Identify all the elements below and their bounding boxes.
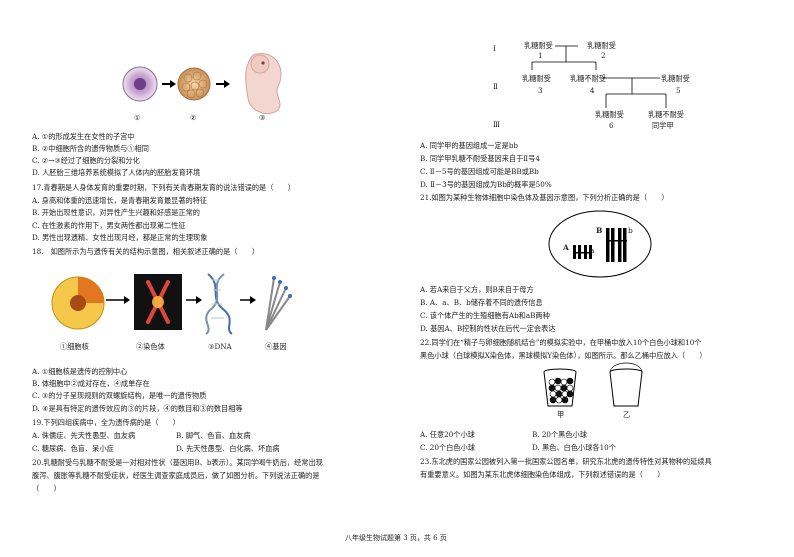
- q21-option-b[interactable]: B. A、a、B、b储存着不同的遗传信息: [420, 298, 543, 307]
- q16-option-a[interactable]: A. ①的形成发生在女性的子宫中: [32, 132, 135, 141]
- pedigree-i2-num: 2: [601, 51, 606, 60]
- pedigree-gen-3: Ⅲ: [493, 120, 500, 129]
- q20-stem-line1: 20.乳糖耐受与乳糖不耐受是一对相对性状（基因用B、b表示）。某同学喝牛奶后，经…: [32, 458, 323, 467]
- q16-option-b[interactable]: B. ②中细胞所含的遗传物质与①相同: [32, 144, 149, 153]
- pedigree-gen-1: Ⅰ: [493, 44, 496, 53]
- q20-option-c[interactable]: C. Ⅱ－5号的基因组成可能是BB或Bb: [420, 167, 539, 176]
- q22-stem-line2: 黑色小球（白球模拟X染色体，黑球模拟Y染色体），如图所示。那么乙桶中应放入（ ）: [420, 351, 707, 360]
- genetics-structure-figure: [51, 273, 292, 335]
- pedigree-ii5: 乳糖耐受: [661, 74, 690, 83]
- pedigree-iii6-num: 6: [609, 121, 614, 130]
- bucket-jia: [543, 368, 577, 407]
- q18-option-b[interactable]: B. 体细胞中②成对存在，④成单存在: [32, 379, 150, 388]
- page-footer: 八年级生物试题第 3 页，共 6 页: [345, 534, 447, 542]
- chromosome-label-A: A: [563, 243, 569, 252]
- q21-stem: 21.如图为某种生物体细胞中染色体及基因示意图，下列分析正确的是（ ）: [420, 193, 669, 202]
- q21-option-c[interactable]: C. 该个体产生的生殖细胞有Ab和aB两种: [420, 311, 550, 320]
- q20-stem-line2: 腹泻、腹胀等乳糖不耐受症状，经医生调查家庭成员后，做了如图分析。下列说法正确的是: [32, 471, 320, 480]
- q22-option-b[interactable]: B. 20个黑色小球: [532, 430, 587, 439]
- fig-label-1: ①: [134, 113, 141, 122]
- q20-option-a[interactable]: A. 同学甲的基因组成一定是bb: [420, 141, 519, 150]
- pedigree-iii7: 乳糖不耐受: [648, 110, 684, 119]
- fig-label-dna: ③DNA: [208, 342, 232, 351]
- fig-label-3: ③: [259, 113, 266, 122]
- q20-option-b[interactable]: B. 同学甲乳糖不耐受基因来自于Ⅱ号4: [420, 154, 540, 163]
- embryo: [245, 53, 282, 114]
- q16-option-c[interactable]: C. ②→③经过了细胞的分裂和分化: [32, 156, 140, 165]
- q21-option-d[interactable]: D. 基因A、B控制的性状在后代一定会表达: [420, 324, 556, 333]
- q18-option-c[interactable]: C. ③的分子呈现规则的双螺旋结构，是唯一的遗传物质: [32, 391, 207, 400]
- q18-option-a[interactable]: A. ①细胞核是遗传的控制中心: [32, 367, 128, 376]
- q21-option-a[interactable]: A. 若A来自于父方，则B来自于母方: [420, 285, 534, 294]
- chromosome-figure: [548, 210, 652, 278]
- fig-label-2: ②: [190, 113, 197, 122]
- fig-label-chromosome: ②染色体: [136, 342, 165, 351]
- q22-option-d[interactable]: D. 黑色、白色小球各10个: [532, 443, 616, 452]
- bucket-yi: [609, 362, 643, 407]
- q17-option-d[interactable]: D. 男性出现遗精、女性出现月经，都是正常的生理现象: [32, 233, 208, 242]
- pedigree-ii5-num: 5: [676, 86, 681, 95]
- pedigree-ii3: 乳糖耐受: [522, 74, 551, 83]
- pedigree-i1: 乳糖耐受: [524, 41, 553, 50]
- chromosome-label-b: b: [628, 226, 633, 235]
- chromosome-label-B: B: [596, 226, 603, 235]
- q17-option-b[interactable]: B. 开始出现性意识，对异性产生兴趣和好感是正常的: [32, 208, 200, 217]
- q23-stem-line2: 有重要意义。如图为某东北虎体细胞染色体组成，下列叙述错误的是（ ）: [420, 470, 665, 479]
- q23-stem-line1: 23.东北虎的国家公园被列入第一批国家公园名单，研究东北虎的遗传特性对其物种的延…: [420, 457, 712, 466]
- pedigree-lines: [531, 45, 667, 108]
- q22-option-a[interactable]: A. 任意20个小球: [420, 430, 475, 439]
- bucket-label-yi: 乙: [623, 410, 631, 419]
- buckets-figure: [543, 362, 643, 407]
- q20-stem-line3: （ ）: [32, 484, 61, 493]
- q19-option-c[interactable]: C. 糖尿病、色盲、呆小症: [32, 444, 114, 453]
- chromosome-label-a: a: [590, 246, 595, 255]
- pedigree-ii4-num: 4: [590, 86, 595, 95]
- q19-option-b[interactable]: B. 脚气、色盲、血友病: [176, 431, 251, 440]
- bucket-label-jia: 甲: [557, 410, 565, 419]
- pedigree-iii7-label: 同学甲: [652, 121, 674, 130]
- pedigree-gen-2: Ⅱ: [493, 82, 498, 91]
- pedigree-i1-num: 1: [538, 51, 543, 60]
- q18-stem: 18. 如图所示为与遗传有关的结构示意图，相关叙述正确的是（ ）: [32, 247, 260, 256]
- q19-stem: 19.下列四组疾病中，全为遗传病的是（ ）: [32, 418, 180, 427]
- q16-option-d[interactable]: D. 人胚胎三维培养系统模拟了人体内的胚胎发育环境: [32, 168, 201, 177]
- q22-option-c[interactable]: C. 20个白色小球: [420, 443, 475, 452]
- pedigree-ii4: 乳糖不耐受: [570, 74, 606, 83]
- morula: [177, 67, 211, 101]
- q20-option-d[interactable]: D. Ⅱ－3号的基因组成为Bb的概率是50%: [420, 180, 552, 189]
- pedigree-ii3-num: 3: [538, 86, 543, 95]
- q19-option-a[interactable]: A. 侏儒症、先天性愚型、血友病: [32, 431, 136, 440]
- embryo-figure: [122, 53, 282, 114]
- q17-option-c[interactable]: C. 在性激素的作用下，男女两性都出现第二性征: [32, 221, 186, 230]
- q19-option-d[interactable]: D. 先天性愚型、白化病、坏血病: [176, 444, 280, 453]
- q22-stem-line1: 22.同学们在“精子与卵细胞随机结合”的模拟实验中，在甲桶中放入10个白色小球和…: [420, 338, 702, 347]
- pedigree-i2: 乳糖耐受: [587, 41, 616, 50]
- fig-label-nucleus: ①细胞核: [60, 342, 89, 351]
- pedigree-iii6: 乳糖耐受: [595, 110, 624, 119]
- q17-stem: 17.青春期是人身体发育的重要时期，下列有关青春期发育的说法错误的是（ ）: [32, 183, 295, 192]
- q18-option-d[interactable]: D. ④是具有特定的遗传效应的③的片段，④的数目和③的数目相等: [32, 404, 243, 413]
- q17-option-a[interactable]: A. 身高和体重的迅速增长，是青春期发育最显著的特征: [32, 196, 208, 205]
- fig-label-gene: ④基因: [265, 342, 287, 351]
